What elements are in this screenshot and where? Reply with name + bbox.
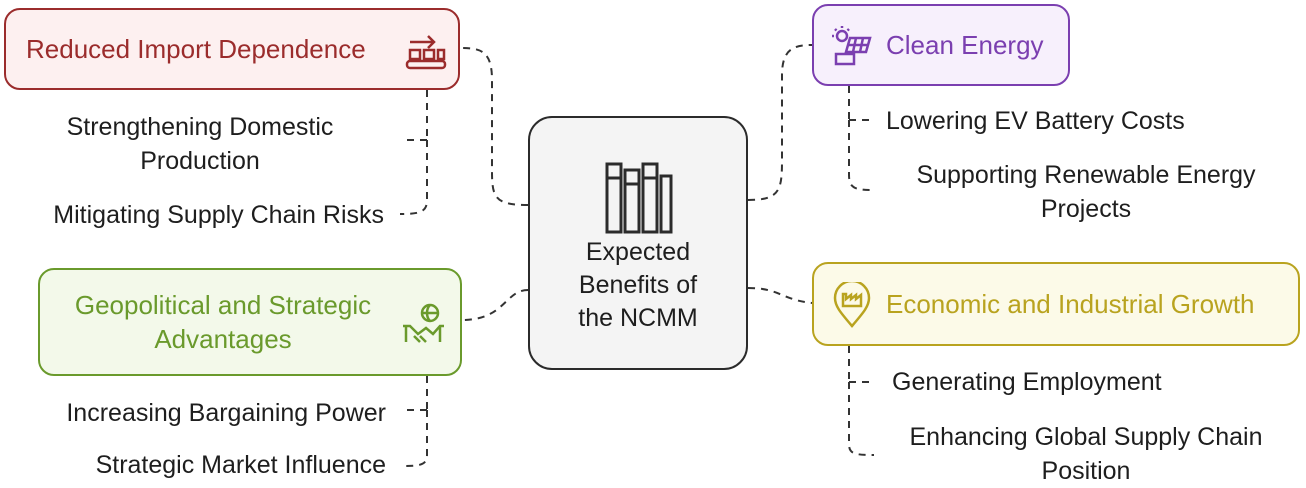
item-enhancing-global-supply-chain-position: Enhancing Global Supply Chain Position: [909, 423, 1263, 485]
item-supporting-renewable-energy-projects: Supporting Renewable Energy Projects: [916, 161, 1256, 223]
center-title: Expected Benefits of the NCMM: [578, 238, 698, 332]
connector-econ-items: [848, 346, 875, 456]
item-lowering-ev-battery-costs: Lowering EV Battery Costs: [886, 107, 1185, 135]
branch-clean-energy: Clean Energy: [812, 4, 1070, 86]
columns-icon: [605, 162, 673, 234]
item-generating-employment: Generating Employment: [892, 368, 1162, 396]
item-strengthening-domestic-production: Strengthening Domestic Production: [66, 113, 334, 175]
connector-clean-items: [848, 86, 873, 191]
item-increasing-bargaining-power: Increasing Bargaining Power: [66, 399, 386, 427]
connector-center-econ: [747, 287, 813, 304]
industry-pin-icon: [833, 282, 871, 328]
branch-geopolitical-strategic: Geopolitical and Strategic Advantages: [38, 268, 462, 376]
item-mitigating-supply-chain-risks: Mitigating Supply Chain Risks: [53, 201, 384, 229]
branch-economic-industrial-growth: Economic and Industrial Growth: [812, 262, 1300, 346]
connector-center-clean: [747, 44, 813, 201]
branch-title: Geopolitical and Strategic Advantages: [74, 290, 372, 354]
connector-geo-items: [402, 376, 428, 467]
connector-center-geo: [461, 289, 529, 321]
branch-title: Reduced Import Dependence: [26, 34, 366, 64]
branch-reduced-import-dependence: Reduced Import Dependence: [4, 8, 460, 90]
branch-title: Economic and Industrial Growth: [886, 289, 1255, 319]
branch-title: Clean Energy: [886, 30, 1044, 60]
connector-center-import: [459, 47, 529, 206]
handshake-globe-icon: [403, 303, 444, 343]
item-strategic-market-influence: Strategic Market Influence: [95, 451, 386, 479]
connector-import-items: [399, 90, 428, 215]
solar-panel-icon: [832, 26, 872, 66]
factory-conveyor-icon: [405, 35, 447, 70]
center-node: Expected Benefits of the NCMM: [528, 116, 748, 370]
